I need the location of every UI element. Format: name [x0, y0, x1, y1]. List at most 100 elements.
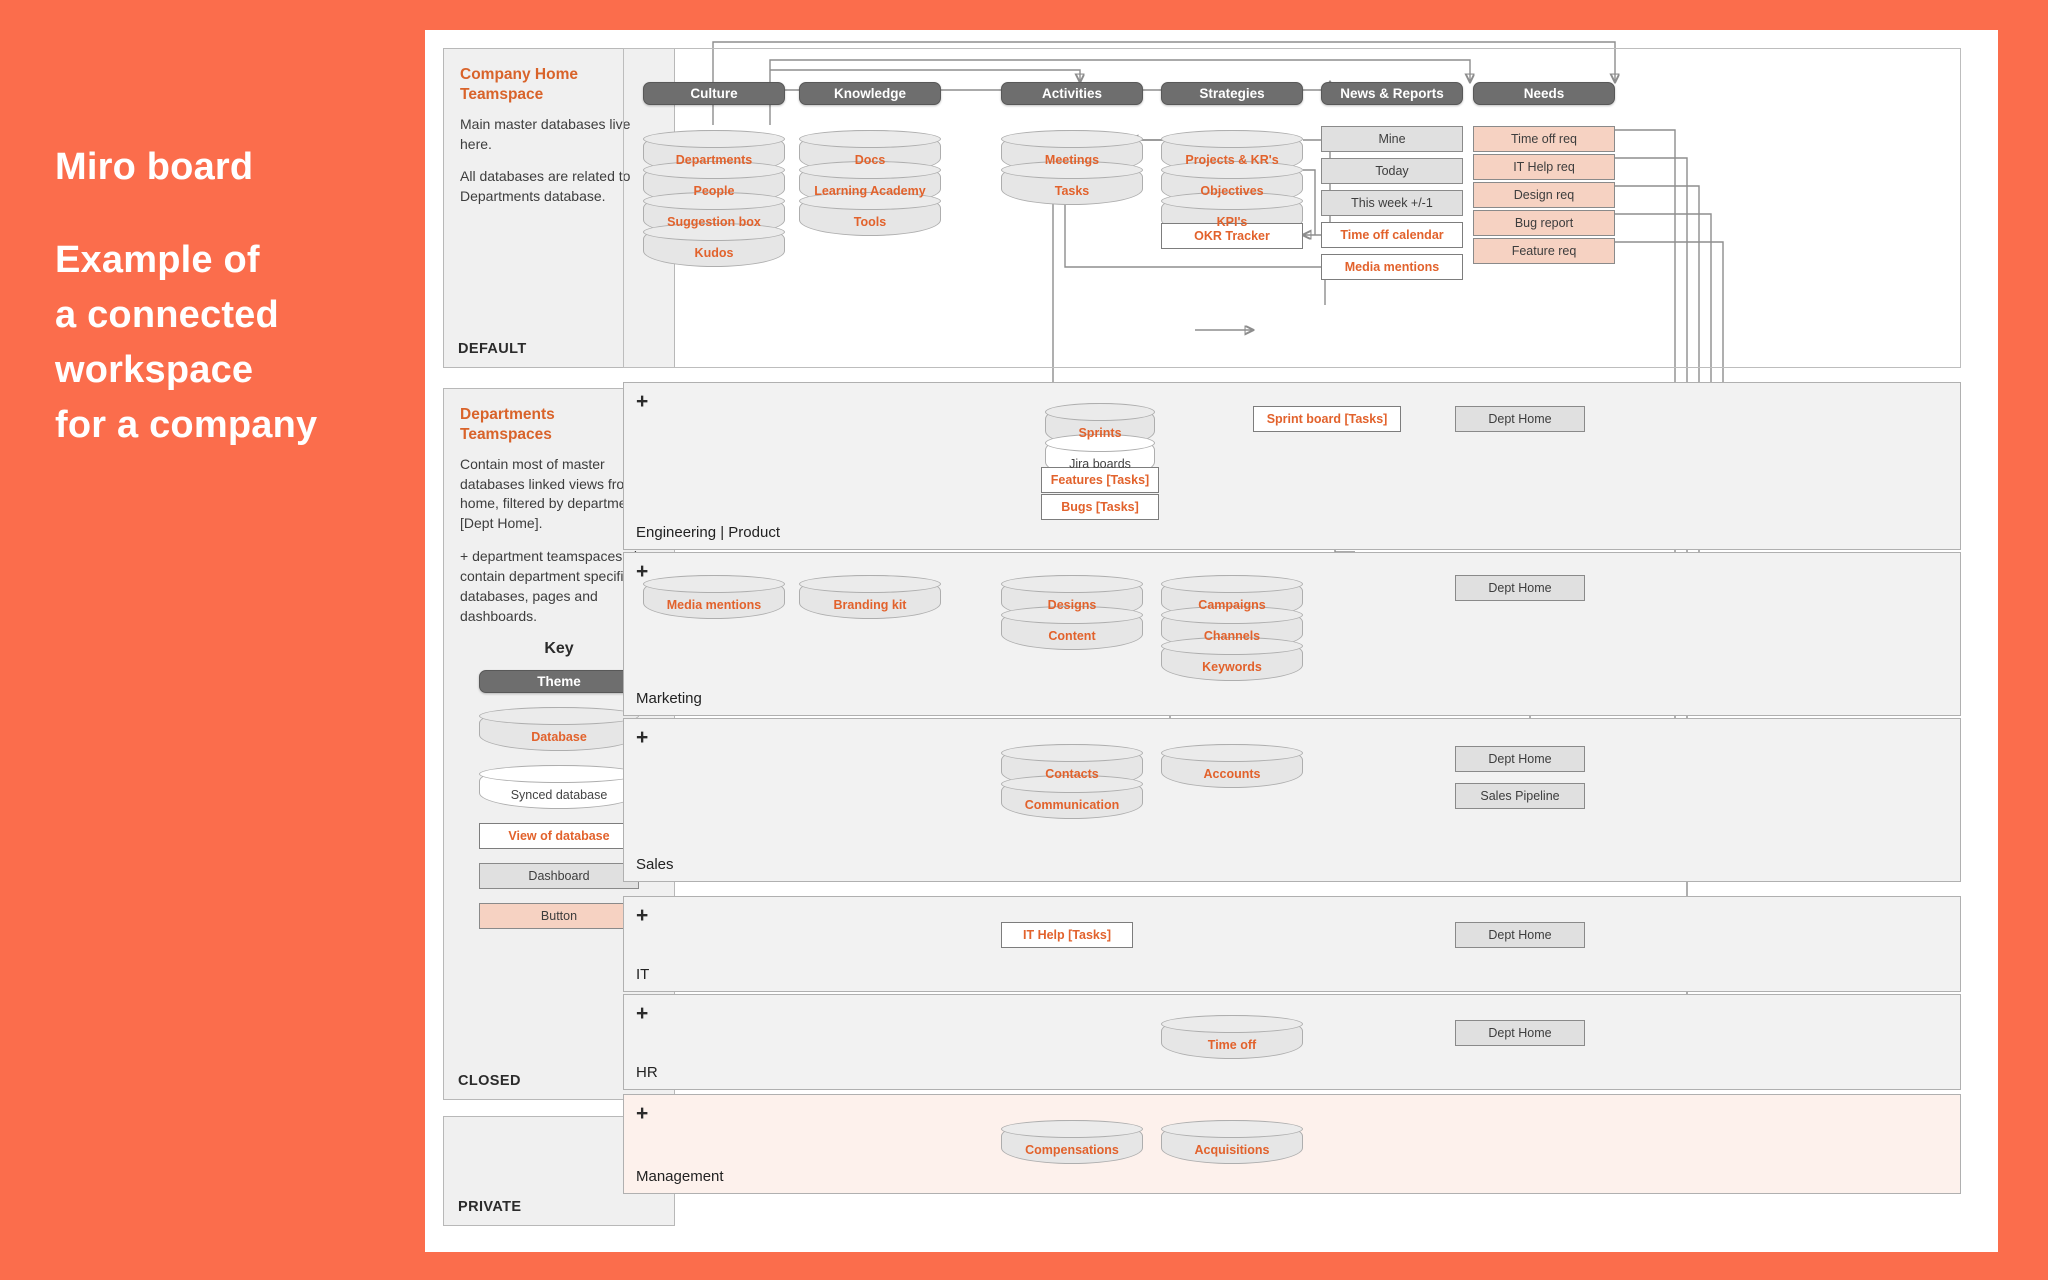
dashboard-dept-home-hr[interactable]: Dept Home	[1455, 1020, 1585, 1046]
dept-panel-sales[interactable]: + Sales	[623, 718, 1961, 882]
view-media-mentions[interactable]: Media mentions	[1321, 254, 1463, 280]
dashboard-dept-home-sales[interactable]: Dept Home	[1455, 746, 1585, 772]
db-label: Sprints	[1078, 426, 1122, 440]
theme-culture[interactable]: Culture	[643, 82, 785, 105]
theme-label: News & Reports	[1321, 82, 1463, 105]
dashboard-dept-home-marketing[interactable]: Dept Home	[1455, 575, 1585, 601]
slide-subtitle-line-2: a connected	[55, 294, 279, 337]
button-bug-report[interactable]: Bug report	[1473, 210, 1615, 236]
view-label: Sprint board [Tasks]	[1253, 406, 1401, 432]
legend-database-label: Database	[531, 729, 587, 744]
db-label: Designs	[1047, 598, 1097, 612]
slide-subtitle-line-4: for a company	[55, 404, 318, 447]
db-label: Communication	[1024, 798, 1120, 812]
button-design-req[interactable]: Design req	[1473, 182, 1615, 208]
add-item-plus[interactable]: +	[636, 390, 649, 413]
card-company-home-teamspace[interactable]: Company Home Teamspace Main master datab…	[443, 48, 675, 368]
db-label: Jira boards	[1069, 457, 1131, 471]
dept-name: HR	[636, 1064, 658, 1081]
theme-label: Needs	[1473, 82, 1615, 105]
teamspace-visibility-state: DEFAULT	[458, 341, 527, 357]
dashboard-this-week[interactable]: This week +/-1	[1321, 190, 1463, 216]
theme-news-and-reports[interactable]: News & Reports	[1321, 82, 1463, 105]
view-label: Features [Tasks]	[1041, 467, 1159, 493]
db-tools[interactable]: Tools	[799, 192, 941, 236]
view-label: OKR Tracker	[1161, 223, 1303, 249]
add-item-plus[interactable]: +	[636, 904, 649, 927]
theme-knowledge[interactable]: Knowledge	[799, 82, 941, 105]
view-label: Bugs [Tasks]	[1041, 494, 1159, 520]
dashboard-label: Sales Pipeline	[1455, 783, 1585, 809]
dashboard-label: Dept Home	[1455, 746, 1585, 772]
db-label: Tools	[853, 215, 887, 229]
db-kudos[interactable]: Kudos	[643, 223, 785, 267]
db-label: Campaigns	[1198, 598, 1266, 612]
db-time-off[interactable]: Time off	[1161, 1015, 1303, 1059]
theme-needs[interactable]: Needs	[1473, 82, 1615, 105]
button-label: Time off req	[1473, 126, 1615, 152]
button-it-help-req[interactable]: IT Help req	[1473, 154, 1615, 180]
view-bugs-tasks[interactable]: Bugs [Tasks]	[1041, 494, 1159, 520]
slide-title: Miro board	[55, 146, 254, 188]
legend-synced-database-shape: Synced database	[479, 764, 639, 809]
db-label: Meetings	[1044, 153, 1100, 167]
button-feature-req[interactable]: Feature req	[1473, 238, 1615, 264]
theme-activities[interactable]: Activities	[1001, 82, 1143, 105]
button-time-off-req[interactable]: Time off req	[1473, 126, 1615, 152]
dashboard-mine[interactable]: Mine	[1321, 126, 1463, 152]
theme-label: Strategies	[1161, 82, 1303, 105]
db-communication[interactable]: Communication	[1001, 775, 1143, 819]
legend-item-synced-database: Synced database	[479, 764, 639, 809]
db-marketing-media-mentions[interactable]: Media mentions	[643, 575, 785, 619]
db-label: Time off	[1207, 1038, 1257, 1052]
db-branding-kit[interactable]: Branding kit	[799, 575, 941, 619]
dashboard-label: Dept Home	[1455, 1020, 1585, 1046]
db-content[interactable]: Content	[1001, 606, 1143, 650]
dashboard-label: This week +/-1	[1321, 190, 1463, 216]
view-features-tasks[interactable]: Features [Tasks]	[1041, 467, 1159, 493]
db-label: Contacts	[1045, 767, 1099, 781]
db-label: Branding kit	[833, 598, 907, 612]
dept-name: Sales	[636, 856, 674, 873]
dashboard-label: Mine	[1321, 126, 1463, 152]
dashboard-sales-pipeline[interactable]: Sales Pipeline	[1455, 783, 1585, 809]
card-paragraph: Contain most of master databases linked …	[460, 455, 639, 532]
db-compensations[interactable]: Compensations	[1001, 1120, 1143, 1164]
view-it-help-tasks[interactable]: IT Help [Tasks]	[1001, 922, 1133, 948]
db-label: Suggestion box	[667, 215, 761, 229]
db-keywords[interactable]: Keywords	[1161, 637, 1303, 681]
legend-synced-database-label: Synced database	[510, 787, 608, 802]
db-projects-and-krs[interactable]: Projects & KR's	[1161, 130, 1303, 174]
view-okr-tracker[interactable]: OKR Tracker	[1161, 223, 1303, 249]
add-item-plus[interactable]: +	[636, 560, 649, 583]
dashboard-dept-home-it[interactable]: Dept Home	[1455, 922, 1585, 948]
dashboard-label: Dept Home	[1455, 922, 1585, 948]
legend-item-dashboard: Dashboard	[479, 862, 639, 889]
add-item-plus[interactable]: +	[636, 1002, 649, 1025]
db-label: Media mentions	[666, 598, 762, 612]
view-sprint-board-tasks[interactable]: Sprint board [Tasks]	[1253, 406, 1401, 432]
db-label: Content	[1048, 629, 1096, 643]
db-acquisitions[interactable]: Acquisitions	[1161, 1120, 1303, 1164]
add-item-plus[interactable]: +	[636, 726, 649, 749]
db-accounts[interactable]: Accounts	[1161, 744, 1303, 788]
slide-subtitle-line-3: workspace	[55, 349, 254, 392]
dept-panel-it[interactable]: + IT	[623, 896, 1961, 992]
legend-view-shape: View of database	[479, 822, 639, 849]
theme-label: Culture	[643, 82, 785, 105]
add-item-plus[interactable]: +	[636, 1102, 649, 1125]
dashboard-dept-home-engineering[interactable]: Dept Home	[1455, 406, 1585, 432]
dashboard-today[interactable]: Today	[1321, 158, 1463, 184]
dashboard-label: Dept Home	[1455, 575, 1585, 601]
db-label: KPI's	[1216, 215, 1248, 229]
dept-name: Marketing	[636, 690, 702, 707]
db-tasks[interactable]: Tasks	[1001, 161, 1143, 205]
db-label: Compensations	[1025, 1143, 1119, 1157]
db-learning-academy[interactable]: Learning Academy	[799, 161, 941, 205]
theme-strategies[interactable]: Strategies	[1161, 82, 1303, 105]
card-title-line-2: Teamspace	[460, 85, 544, 103]
view-label: Media mentions	[1321, 254, 1463, 280]
view-time-off-calendar[interactable]: Time off calendar	[1321, 222, 1463, 248]
board-canvas[interactable]: Company Home Teamspace Main master datab…	[425, 30, 1998, 1252]
button-label: Design req	[1473, 182, 1615, 208]
